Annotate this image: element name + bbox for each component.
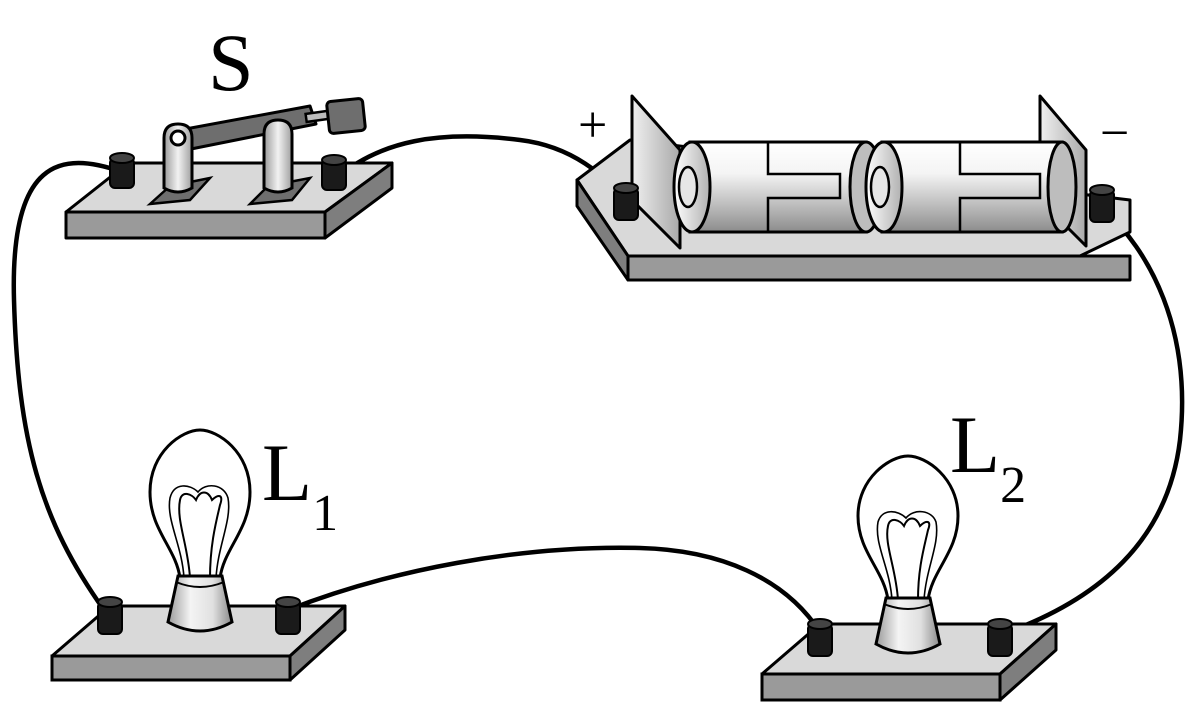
- switch-lever: [178, 104, 318, 152]
- lamp2-base-side: [998, 622, 1058, 702]
- battery-cell-2: [864, 140, 1078, 234]
- wire-switch-to-lamp1: [11, 160, 125, 613]
- switch-handle: [325, 97, 367, 135]
- battery-plate-left: [630, 94, 682, 250]
- positive-label: +: [578, 97, 607, 154]
- switch-base-front: [64, 210, 327, 240]
- battery-base-front: [626, 254, 1132, 282]
- switch-terminal-right: [321, 154, 347, 191]
- battery-terminal-positive: [613, 182, 639, 221]
- lamp1-base-front: [50, 654, 292, 682]
- lamp1-bulb-glass: [148, 428, 252, 580]
- switch-label: S: [208, 17, 254, 108]
- lamp2-subscript: 2: [1000, 457, 1026, 514]
- switch-pivot: [169, 129, 187, 147]
- wire-battery-to-lamp2: [997, 205, 1185, 638]
- lamp2-filament: [886, 517, 931, 601]
- lamp1-terminal-right: [275, 596, 301, 635]
- lamp1-terminal-left: [97, 596, 123, 635]
- lamp1-label: L1: [262, 427, 338, 542]
- lamp2-base-front: [760, 672, 1002, 702]
- battery-cell-1: [672, 140, 884, 234]
- switch-base-side: [323, 161, 394, 240]
- lamp1-base-side: [288, 604, 347, 682]
- lamp1-subscript: 1: [312, 485, 338, 542]
- switch-terminal-left: [109, 152, 135, 189]
- lamp2-terminal-left: [807, 618, 833, 657]
- lamp-1: L1: [50, 427, 347, 682]
- battery-base-left: [575, 178, 630, 282]
- battery-terminal-negative: [1089, 184, 1115, 223]
- lamp2-label: L2: [950, 399, 1026, 514]
- lamp2-terminal-right: [987, 618, 1013, 657]
- wires: [11, 134, 1185, 638]
- wire-lamp1-to-lamp2: [285, 545, 823, 635]
- lamp2-bulb-base: [874, 596, 942, 655]
- negative-label: −: [1100, 105, 1129, 162]
- battery-holder: + −: [575, 94, 1132, 282]
- switch-post-right: [262, 118, 294, 194]
- switch: S: [64, 17, 394, 240]
- lamp-2: L2: [760, 399, 1058, 702]
- lamp2-bulb-glass: [856, 454, 960, 602]
- lamp1-bulb-base: [166, 574, 234, 633]
- lamp1-filament: [178, 491, 223, 579]
